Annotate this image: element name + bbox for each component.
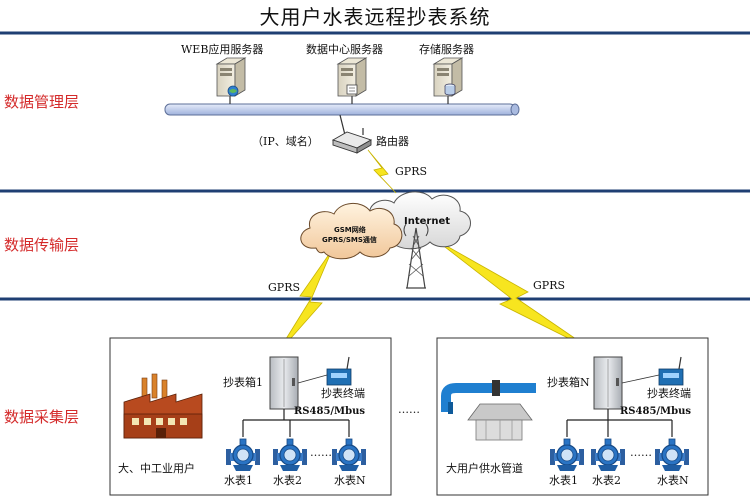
layer-label-transmission: 数据传输层 [4, 236, 80, 254]
layer-divider-lines [0, 31, 750, 301]
storage-server-label: 存储服务器 [419, 43, 474, 56]
right-meter-box-icon [593, 356, 623, 410]
datacenter-server-label: 数据中心服务器 [306, 43, 383, 56]
left-meter-box-icon [269, 356, 299, 410]
datacenter-server-icon [336, 57, 368, 97]
factory-icon [123, 373, 203, 439]
left-terminal-label: 抄表终端 [321, 387, 365, 400]
right-meter-1-label: 水表1 [549, 474, 578, 487]
router-icon [331, 128, 373, 154]
right-terminal-label: 抄表终端 [647, 387, 691, 400]
diagram-title: 大用户水表远程抄表系统 [259, 5, 491, 29]
right-terminal-icon [658, 356, 684, 386]
gprs-lightning-top [367, 149, 397, 194]
right-box-label: 抄表箱N [547, 376, 590, 389]
gprs-label-right: GPRS [533, 279, 566, 292]
gprs-lightning-right [435, 239, 593, 351]
right-meter-dots: …… [630, 446, 652, 459]
left-box-label: 抄表箱1 [223, 376, 263, 389]
right-user-label: 大用户供水管道 [446, 462, 523, 475]
gprs-label-top: GPRS [395, 165, 428, 178]
left-meter-1-label: 水表1 [224, 474, 253, 487]
storage-server-icon [432, 57, 464, 97]
left-meter-dots: …… [310, 446, 332, 459]
left-user-label: 大、中工业用户 [118, 462, 195, 475]
gsm-cloud-icon [300, 203, 403, 260]
left-terminal-icon [326, 356, 352, 386]
right-meter-n-label: 水表N [657, 474, 689, 487]
right-meter-2-label: 水表2 [592, 474, 621, 487]
right-bus-wiring [566, 409, 673, 437]
left-meter-2-label: 水表2 [273, 474, 302, 487]
left-meter-n-label: 水表N [334, 474, 366, 487]
left-bus-wiring [242, 409, 350, 437]
left-bus-label: RS485/Mbus [294, 406, 366, 417]
layer-label-management: 数据管理层 [4, 93, 80, 111]
gprs-label-left: GPRS [268, 281, 301, 294]
web-server-label: WEB应用服务器 [181, 43, 264, 56]
router-address-label: （IP、域名） [252, 135, 319, 148]
right-bus-label: RS485/Mbus [620, 406, 692, 417]
internet-label: Internet [404, 216, 451, 227]
network-bus-bar [164, 96, 520, 136]
router-label: 路由器 [376, 135, 409, 148]
layer-label-collection: 数据采集层 [4, 408, 80, 426]
between-sites-dots: …… [398, 403, 420, 416]
gsm-cloud-line1: GSM网络 [334, 226, 366, 234]
water-pipe-icon [441, 380, 536, 441]
antenna-tower-icon [403, 223, 429, 289]
web-server-icon [215, 57, 247, 97]
gsm-cloud-line2: GPRS/SMS通信 [322, 236, 377, 244]
